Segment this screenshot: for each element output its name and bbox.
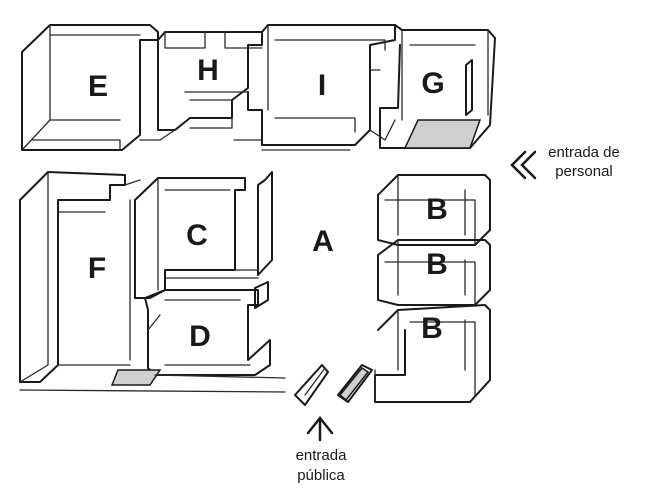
room-b-top: [377, 174, 491, 246]
room-h: [139, 31, 263, 141]
room-b-bottom: [374, 304, 491, 403]
staff-entrance-label-line1: entrada de: [548, 144, 620, 161]
staff-entrance-arrow-icon: [510, 150, 537, 180]
room-label-c: C: [186, 219, 208, 252]
entrance-pillars: [294, 364, 373, 406]
room-b-middle: [377, 239, 491, 306]
room-label-i: I: [318, 69, 326, 102]
room-label-b-middle: B: [426, 248, 448, 281]
room-g: [369, 24, 496, 149]
public-entrance-label-line1: entrada: [296, 447, 348, 464]
room-label-b-top: B: [426, 193, 448, 226]
room-label-f: F: [88, 252, 106, 285]
room-d: [110, 281, 286, 386]
room-e: [21, 24, 159, 151]
staff-entrance-label-line2: personal: [555, 163, 613, 180]
room-label-b-bottom: B: [421, 312, 443, 345]
room-f: [19, 171, 286, 393]
room-label-e: E: [88, 70, 108, 103]
room-label-d: D: [189, 320, 211, 353]
public-entrance-label-line2: pública: [297, 467, 345, 484]
room-label-g: G: [421, 67, 444, 100]
room-label-h: H: [197, 54, 219, 87]
room-label-a: A: [312, 225, 334, 258]
public-entrance-arrow-icon: [306, 415, 334, 442]
